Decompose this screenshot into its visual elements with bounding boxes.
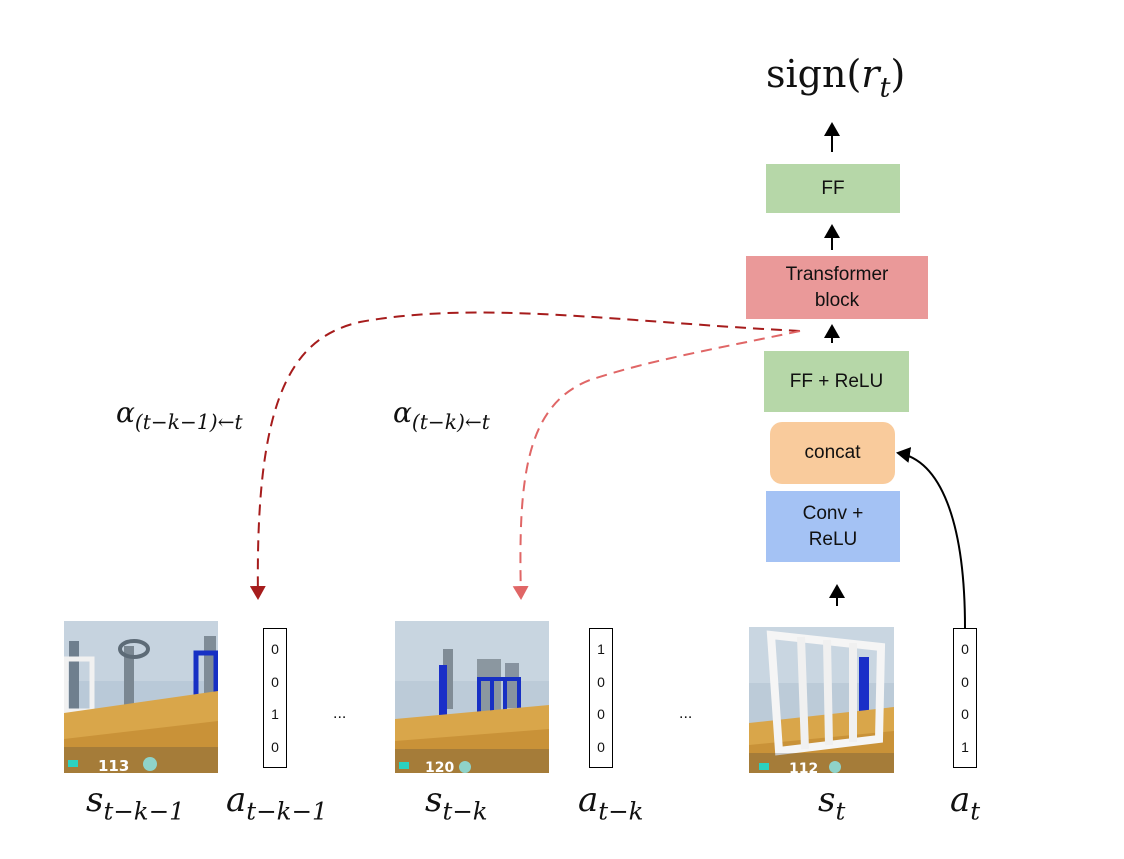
action-vector-t-k-1: 0 0 1 0 xyxy=(263,628,287,768)
state-label-t-sub: t xyxy=(835,796,846,826)
action-label-t-k-1: at−k−1 xyxy=(226,780,328,826)
state-label-t-k-sub: t−k xyxy=(442,796,488,826)
state-label-t-k-1: st−k−1 xyxy=(86,780,185,826)
action-vector-cell: 1 xyxy=(597,641,605,658)
state-label-t: st xyxy=(818,780,846,826)
action-vector-cell: 0 xyxy=(961,706,969,723)
action-vector-cell: 0 xyxy=(597,706,605,723)
action-label-t-sub: t xyxy=(970,796,981,826)
concat-label: concat xyxy=(804,442,861,463)
action-vector-t-k: 1 0 0 0 xyxy=(589,628,613,768)
concat-block: concat xyxy=(770,422,895,484)
transformer-label-line2: block xyxy=(814,289,860,311)
arrow-action-to-concat xyxy=(896,447,966,629)
action-vector-cell: 0 xyxy=(271,673,279,690)
output-label: sign(rt) xyxy=(766,52,906,104)
conv-label-line1: Conv + xyxy=(802,502,864,524)
ellipsis-2: ... xyxy=(679,705,693,722)
ff-block: FF xyxy=(766,164,900,213)
attention-label-t-k: α(t−k)←t xyxy=(393,396,490,435)
transformer-block: Transformer block xyxy=(746,256,928,319)
action-vector-cell: 0 xyxy=(271,738,279,755)
state-label-t-k: st−k xyxy=(425,780,488,826)
ff-block-label: FF xyxy=(821,177,845,199)
ff-relu-block: FF + ReLU xyxy=(764,351,909,412)
action-vector-cell: 1 xyxy=(271,706,279,723)
transformer-label-line1: Transformer xyxy=(785,263,889,285)
attention-label-t-k-1-sub: (t−k−1)←t xyxy=(134,410,243,435)
attention-label-t-k-sub: (t−k)←t xyxy=(411,410,490,435)
action-label-t: at xyxy=(950,780,981,826)
action-vector-cell: 0 xyxy=(271,641,279,658)
attention-curve-t-k xyxy=(512,330,801,600)
action-vector-cell: 0 xyxy=(961,641,969,658)
action-vector-cell: 0 xyxy=(597,738,605,755)
attention-curve-t-k-1 xyxy=(249,311,801,600)
ellipsis-1: ... xyxy=(333,705,347,722)
action-label-t-k: at−k xyxy=(578,780,644,826)
action-label-t-k-1-sub: t−k−1 xyxy=(246,796,328,826)
action-vector-t: 0 0 0 1 xyxy=(953,628,977,768)
game-frame-t-hud: 112 xyxy=(789,761,818,773)
action-vector-cell: 1 xyxy=(961,738,969,755)
action-vector-cell: 0 xyxy=(597,673,605,690)
action-vector-cell: 0 xyxy=(961,673,969,690)
game-frame-t-k-1: 113 xyxy=(64,621,218,773)
state-label-t-k-1-sub: t−k−1 xyxy=(103,796,185,826)
attention-label-t-k-1: α(t−k−1)←t xyxy=(116,396,243,435)
game-frame-t: 112 xyxy=(749,627,894,773)
game-frame-t-k: 120 xyxy=(395,621,549,773)
game-frame-t-k-hud: 120 xyxy=(425,760,454,773)
ff-relu-label: FF + ReLU xyxy=(789,370,884,392)
conv-relu-block: Conv + ReLU xyxy=(766,491,900,562)
conv-label-line2: ReLU xyxy=(808,528,858,550)
game-frame-t-k-1-hud: 113 xyxy=(98,757,129,773)
action-label-t-k-sub: t−k xyxy=(598,796,644,826)
